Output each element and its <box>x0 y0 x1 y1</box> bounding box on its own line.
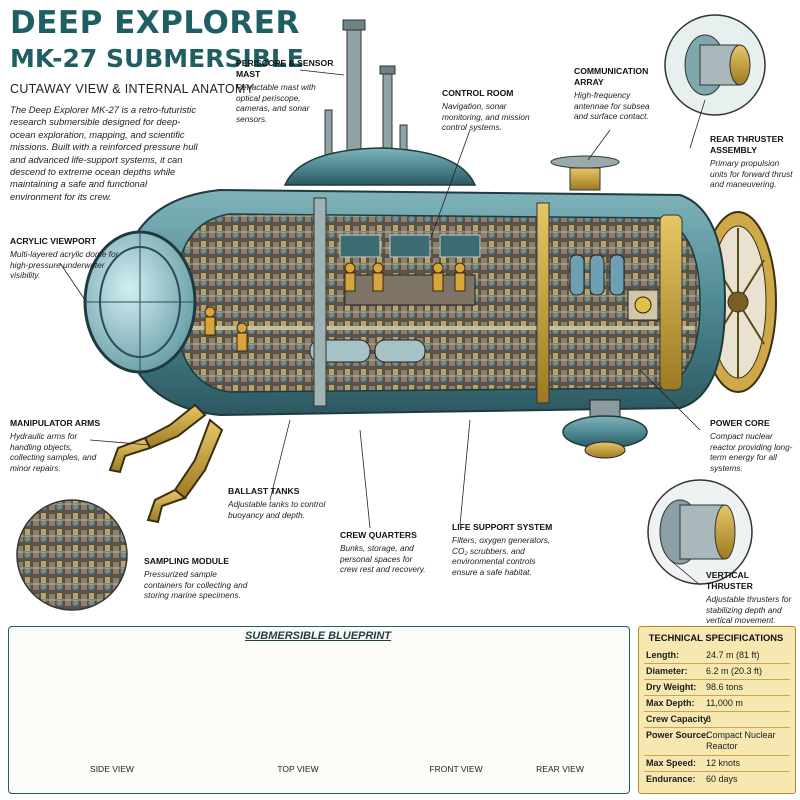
callout-title: COMMUNICATION ARRAY <box>574 66 649 87</box>
callout-title: ACRYLIC VIEWPORT <box>10 236 97 246</box>
callout-rear-thruster: REAR THRUSTER ASSEMBLY Primary propulsio… <box>710 134 794 190</box>
callout-acrylic-viewport: ACRYLIC VIEWPORT Multi-layered acrylic d… <box>10 236 122 281</box>
callout-desc: Adjustable tanks to control buoyancy and… <box>228 499 326 520</box>
callout-life-support: LIFE SUPPORT SYSTEM Filters, oxygen gene… <box>452 522 562 577</box>
callout-periscope: PERISCOPE & SENSOR MAST Retractable mast… <box>236 58 336 124</box>
conning-tower <box>283 147 477 186</box>
control-room-consoles <box>339 234 481 306</box>
hull-rib <box>313 197 327 407</box>
spec-value: 60 days <box>706 774 738 784</box>
blueprint-panel <box>8 626 630 794</box>
callout-desc: Primary propulsion units for forward thr… <box>710 158 793 189</box>
callout-desc: Compact nuclear reactor providing long-t… <box>710 431 793 473</box>
spec-value: 11,000 m <box>706 698 743 708</box>
manipulator-arms <box>108 403 224 524</box>
callout-title: LIFE SUPPORT SYSTEM <box>452 522 553 532</box>
spec-key: Diameter: <box>646 666 688 676</box>
callout-title: PERISCOPE & SENSOR MAST <box>236 58 334 79</box>
callout-title: CREW QUARTERS <box>340 530 417 540</box>
detail-inset-vertical-thruster <box>647 479 753 585</box>
callout-title: POWER CORE <box>710 418 770 428</box>
callout-manipulator-arms: MANIPULATOR ARMS Hydraulic arms for hand… <box>10 418 102 473</box>
crew-figures <box>204 262 466 352</box>
callout-title: VERTICAL THRUSTER <box>706 570 753 591</box>
callout-control-room: CONTROL ROOM Navigation, sonar monitorin… <box>442 88 542 133</box>
callout-desc: Hydraulic arms for handling objects, col… <box>10 431 97 473</box>
spec-key: Crew Capacity: <box>646 714 712 724</box>
blueprint-title: SUBMERSIBLE BLUEPRINT <box>244 630 392 642</box>
callout-title: REAR THRUSTER ASSEMBLY <box>710 134 784 155</box>
detail-inset-sampling <box>16 499 128 611</box>
callout-desc: Navigation, sonar monitoring, and missio… <box>442 101 530 132</box>
callout-desc: Adjustable thrusters for stabilizing dep… <box>706 594 792 625</box>
callout-vertical-thruster: VERTICAL THRUSTER Adjustable thrusters f… <box>706 570 796 626</box>
callout-desc: Retractable mast with optical periscope,… <box>236 82 316 124</box>
callout-title: BALLAST TANKS <box>228 486 300 496</box>
intro-paragraph: The Deep Explorer MK-27 is a retro-futur… <box>10 104 198 202</box>
leader-lines <box>59 69 706 586</box>
vertical-thruster-pod <box>562 399 648 459</box>
callout-title: SAMPLING MODULE <box>144 556 229 566</box>
view-label-top: TOP VIEW <box>277 764 319 774</box>
callout-sampling-module: SAMPLING MODULE Pressurized sample conta… <box>144 556 254 601</box>
spec-value: 6.2 m (20.3 ft) <box>706 666 763 676</box>
spec-key: Max Speed: <box>646 758 697 768</box>
callout-title: CONTROL ROOM <box>442 88 514 98</box>
spec-row-power-source: Power Source:Compact Nuclear Reactor <box>646 730 790 754</box>
callout-desc: Filters, oxygen generators, CO₂ scrubber… <box>452 535 551 577</box>
periscope-mast <box>324 19 408 166</box>
spec-key: Endurance: <box>646 774 696 784</box>
spec-value: Compact Nuclear Reactor <box>706 730 776 751</box>
view-label-side: SIDE VIEW <box>90 764 134 774</box>
detail-inset-comm <box>664 14 766 116</box>
callout-title: MANIPULATOR ARMS <box>10 418 101 428</box>
hull-rib <box>536 202 550 404</box>
callout-power-core: POWER CORE Compact nuclear reactor provi… <box>710 418 794 473</box>
spec-value: 12 knots <box>706 758 741 768</box>
specs-panel <box>638 626 796 794</box>
callout-desc: Pressurized sample containers for collec… <box>144 569 248 600</box>
spec-value: 98.6 tons <box>706 682 744 692</box>
callout-desc: High-frequency antennae for subsea and s… <box>574 90 650 121</box>
callout-crew-quarters: CREW QUARTERS Bunks, storage, and person… <box>340 530 432 575</box>
title-line-1: DEEP EXPLORER <box>10 5 300 41</box>
communication-dish <box>550 155 620 191</box>
spec-value: 24.7 m (81 ft) <box>706 650 760 660</box>
spec-key: Length: <box>646 650 679 660</box>
view-label-front: FRONT VIEW <box>429 764 483 774</box>
spec-value: 6 <box>706 714 712 724</box>
title-line-2: MK-27 SUBMERSIBLE <box>10 44 304 73</box>
spec-key: Max Depth: <box>646 698 695 708</box>
hull-rib <box>659 214 683 391</box>
callout-desc: Bunks, storage, and personal spaces for … <box>340 543 426 574</box>
acrylic-viewport-dome <box>83 230 197 374</box>
view-label-rear: REAR VIEW <box>536 764 584 774</box>
callout-ballast-tanks: BALLAST TANKS Adjustable tanks to contro… <box>228 486 328 520</box>
spec-key: Dry Weight: <box>646 682 697 692</box>
subtitle: CUTAWAY VIEW & INTERNAL ANATOMY <box>10 82 255 96</box>
callout-communication: COMMUNICATION ARRAY High-frequency anten… <box>574 66 664 122</box>
spec-key: Power Source: <box>646 730 710 740</box>
callout-desc: Multi-layered acrylic dome for high-pres… <box>10 249 119 280</box>
specs-title: TECHNICAL SPECIFICATIONS <box>648 632 784 643</box>
